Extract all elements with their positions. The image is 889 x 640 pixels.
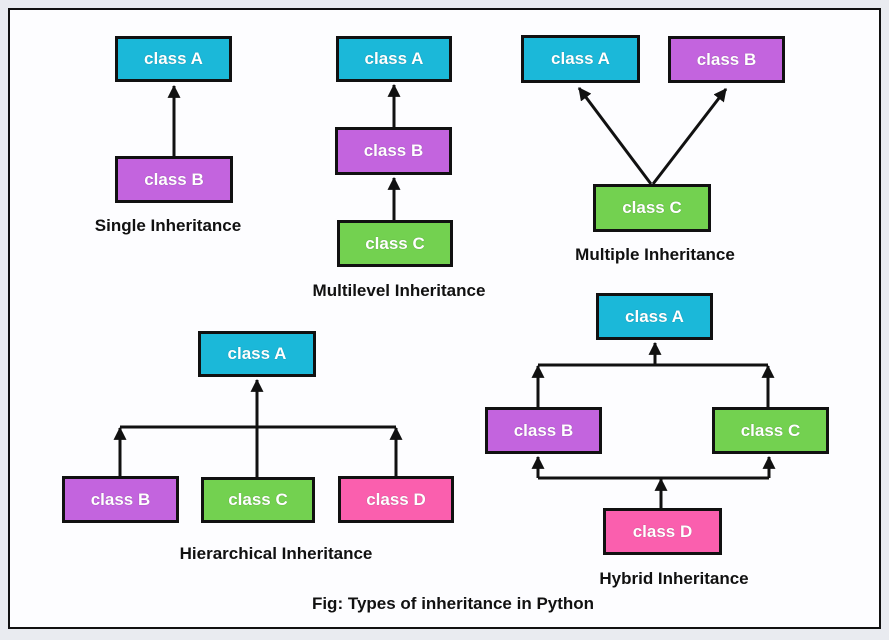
box-hierarchical-class-c: class C	[201, 477, 315, 523]
section-title-single: Single Inheritance	[94, 216, 242, 235]
figure-caption: Fig: Types of inheritance in Python	[311, 594, 595, 613]
section-title-multilevel: Multilevel Inheritance	[312, 281, 486, 300]
box-multilevel-class-a: class A	[336, 36, 452, 82]
box-hybrid-class-c: class C	[712, 407, 829, 454]
box-multilevel-class-b: class B	[335, 127, 452, 175]
section-title-multiple: Multiple Inheritance	[575, 245, 735, 264]
frame-border	[8, 8, 881, 629]
box-multiple-class-b: class B	[668, 36, 785, 83]
box-hybrid-class-a: class A	[596, 293, 713, 340]
box-hierarchical-class-d: class D	[338, 476, 454, 523]
box-hybrid-class-d: class D	[603, 508, 722, 555]
box-single-class-a: class A	[115, 36, 232, 82]
box-multiple-class-c: class C	[593, 184, 711, 232]
box-multiple-class-a: class A	[521, 35, 640, 83]
section-title-hybrid: Hybrid Inheritance	[599, 569, 749, 588]
box-multilevel-class-c: class C	[337, 220, 453, 267]
box-single-class-b: class B	[115, 156, 233, 203]
box-hierarchical-class-a: class A	[198, 331, 316, 377]
box-hierarchical-class-b: class B	[62, 476, 179, 523]
section-title-hierarchical: Hierarchical Inheritance	[179, 544, 373, 563]
box-hybrid-class-b: class B	[485, 407, 602, 454]
